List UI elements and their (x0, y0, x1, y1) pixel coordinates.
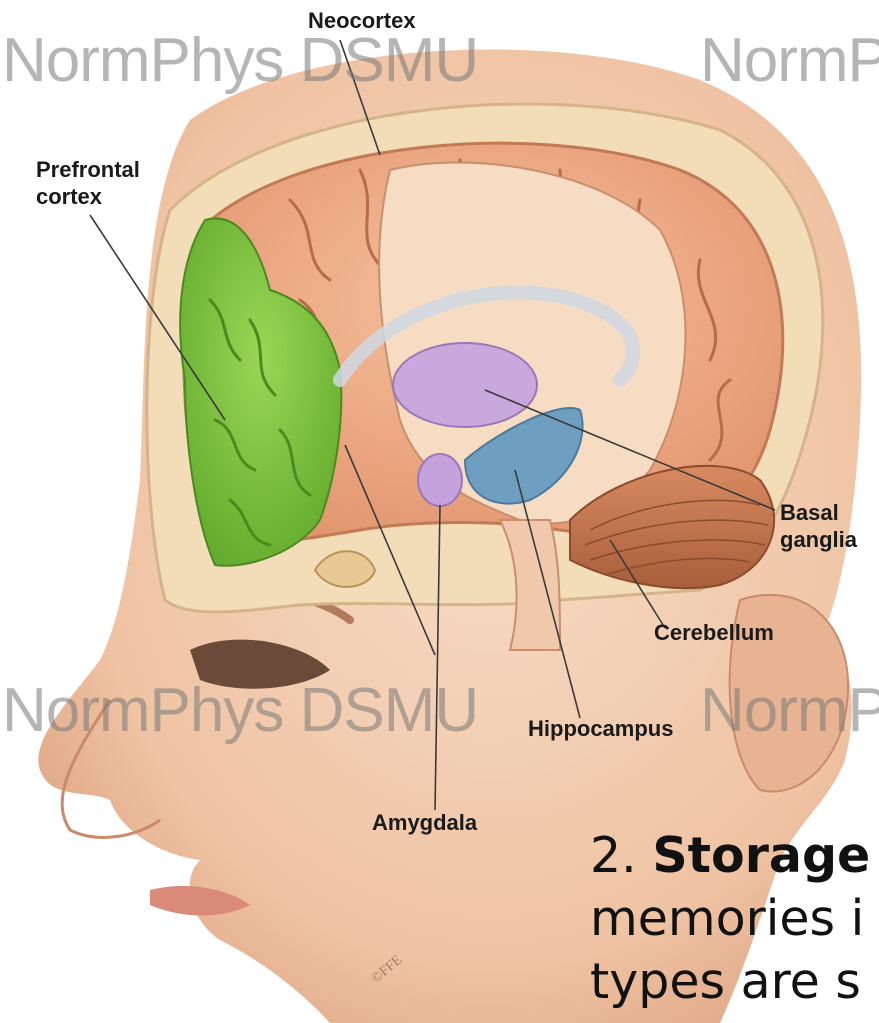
caption-line-3: types are s (590, 950, 879, 1013)
label-prefrontal-cortex-line1: Prefrontal (36, 157, 140, 183)
label-basal-ganglia-line2: ganglia (780, 527, 857, 553)
watermark-mid-left: NormPhys DSMU (2, 680, 478, 742)
watermark-mid-right: NormP (700, 680, 879, 742)
caption-line-2: memories i (590, 887, 879, 950)
label-hippocampus: Hippocampus (528, 716, 673, 742)
label-prefrontal-cortex-line2: cortex (36, 184, 102, 210)
caption-bold-term: Storage (652, 827, 870, 884)
watermark-top-right: NormP (700, 30, 879, 92)
amygdala (418, 454, 462, 506)
label-basal-ganglia-line1: Basal (780, 500, 839, 526)
caption-line-1: 2. Storage (590, 824, 879, 887)
label-amygdala: Amygdala (372, 810, 477, 836)
watermark-top-left: NormPhys DSMU (2, 30, 478, 92)
basal-ganglia (393, 343, 537, 427)
caption-number: 2. (590, 827, 637, 884)
label-cerebellum: Cerebellum (654, 620, 774, 646)
slide-caption: 2. Storage memories i types are s (590, 824, 879, 1013)
